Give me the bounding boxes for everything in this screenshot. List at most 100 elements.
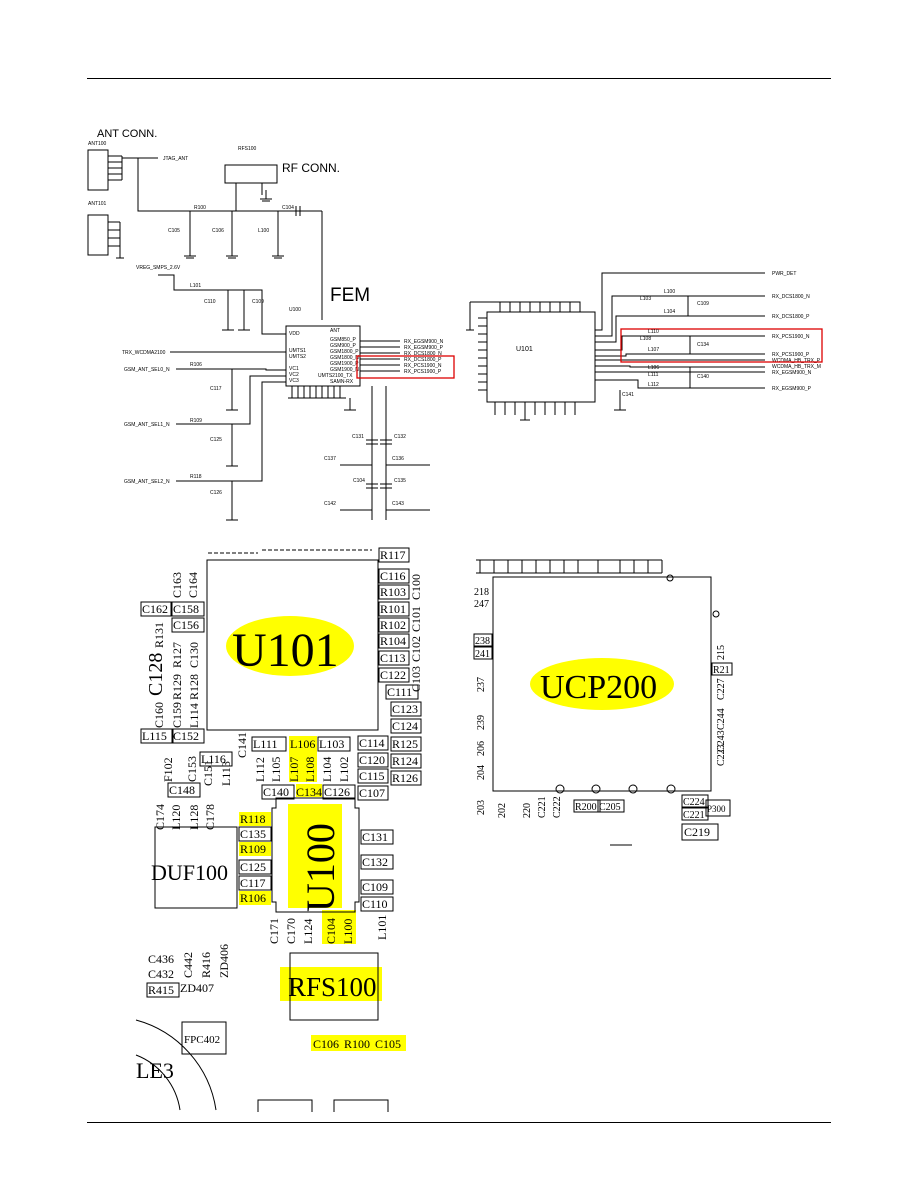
lbl-239: 239 bbox=[476, 715, 487, 730]
lbl-r104: R104 bbox=[380, 634, 406, 648]
lbl-l108: L108 bbox=[303, 757, 317, 782]
lbl-r200: R200 bbox=[575, 802, 597, 813]
c126-label: C126 bbox=[210, 490, 222, 496]
via-3 bbox=[555, 784, 565, 794]
rl103: L103 bbox=[640, 296, 651, 302]
lbl-l102: L102 bbox=[337, 757, 351, 782]
rl112: L112 bbox=[648, 382, 659, 388]
c105-label: C105 bbox=[168, 228, 180, 234]
gsm-sel0: GSM_ANT_SEL0_N bbox=[124, 367, 170, 373]
rfs100-highlight bbox=[280, 967, 382, 1001]
lbl-c105: C105 bbox=[375, 1037, 401, 1051]
duf100-outline bbox=[154, 826, 238, 909]
hl-bottom-row bbox=[311, 1035, 406, 1051]
out-dcs-n: RX_DCS1800_N bbox=[404, 351, 442, 357]
lbl-r129: R129 bbox=[170, 674, 184, 700]
left-of-u100: R118 C135 R109 C125 C117 R106 bbox=[238, 812, 272, 905]
right-of-u100: C131 C132 C109 C110 L101 bbox=[360, 829, 394, 940]
lbl-c125: C125 bbox=[240, 860, 266, 874]
hl-l107-l108 bbox=[289, 752, 317, 782]
r-out-wcdma-m: WCDMA_HB_TRX_M bbox=[772, 364, 821, 370]
pin-r6: GSM1900_N bbox=[330, 367, 359, 373]
lbl-c113: C113 bbox=[380, 651, 406, 665]
lbl-c160: C160 bbox=[152, 702, 166, 728]
lbl-l124: L124 bbox=[301, 919, 315, 944]
ant100-connector bbox=[87, 149, 109, 191]
ucp200-outline bbox=[492, 576, 712, 792]
lbl-l115: L115 bbox=[142, 729, 167, 743]
pcb-u101-label: U101 bbox=[232, 624, 339, 677]
lbl-r103: R103 bbox=[380, 585, 406, 599]
top-edge-pads bbox=[208, 549, 372, 554]
lbl-c152: C152 bbox=[173, 729, 199, 743]
vreg-wire bbox=[158, 274, 286, 335]
lbl-c178: C178 bbox=[203, 804, 217, 830]
ant101-label: ANT101 bbox=[88, 201, 107, 207]
lbl-c244: C244 bbox=[716, 708, 727, 730]
lbl-r106: R106 bbox=[240, 891, 266, 905]
u100-ground-pins bbox=[288, 386, 356, 411]
rfs100-wires bbox=[235, 183, 272, 202]
pin-vc3: VC3 bbox=[289, 378, 299, 384]
r118-label: R118 bbox=[190, 474, 202, 480]
r-out-pcs-p: RX_PCS1900_P bbox=[772, 352, 810, 358]
r-out-dcs-n: RX_DCS1800_N bbox=[772, 294, 810, 300]
lbl-c131: C131 bbox=[362, 830, 388, 844]
lbl-247: 247 bbox=[474, 599, 489, 610]
right-schematic: U101 PWR_DET RX_DCS1800_N RX_DCS1800_P R… bbox=[466, 271, 823, 421]
lbl-c205: C205 bbox=[599, 802, 621, 813]
lbl-l112: L112 bbox=[253, 757, 267, 782]
via-1 bbox=[666, 574, 674, 582]
c104-symbol bbox=[295, 206, 301, 216]
lbl-zd406: ZD406 bbox=[217, 944, 231, 978]
rl104: L104 bbox=[664, 309, 675, 315]
lbl-c122: C122 bbox=[380, 668, 406, 682]
rc140: C140 bbox=[697, 374, 709, 380]
below-u100: C171 C170 L124 C104 L100 bbox=[267, 918, 355, 944]
pin-r2: GSM900_P bbox=[330, 343, 357, 349]
gsm-sel1: GSM_ANT_SEL1_N bbox=[124, 422, 170, 428]
u101-chip bbox=[486, 311, 596, 403]
rc141: C141 bbox=[622, 392, 634, 398]
lbl-202: 202 bbox=[497, 803, 508, 818]
lbl-c153: C153 bbox=[185, 756, 199, 782]
bottom-rule bbox=[87, 1122, 831, 1123]
lbl-c111: C111 bbox=[387, 685, 412, 699]
lbl-r102: R102 bbox=[380, 618, 406, 632]
lbl-r118: R118 bbox=[240, 812, 266, 826]
highlight-pcs-right bbox=[620, 328, 823, 363]
pin-r4: GSM1800_N bbox=[330, 355, 359, 361]
lbl-237: 237 bbox=[476, 677, 487, 692]
ant100-wires bbox=[108, 155, 158, 181]
lbl-c243: C243 bbox=[716, 730, 727, 752]
lbl-p300: P300 bbox=[707, 804, 726, 814]
lbl-c104: C104 bbox=[324, 918, 338, 944]
lbl-c170: C170 bbox=[284, 918, 298, 944]
lbl-c432: C432 bbox=[148, 967, 174, 981]
lbl-r100: R100 bbox=[344, 1037, 370, 1051]
lbl-c132: C132 bbox=[362, 855, 388, 869]
r-out-wcdma-p: WCDMA_HB_TRX_P bbox=[772, 358, 821, 364]
gsm-sel-wires bbox=[176, 368, 286, 482]
lbl-c156: C156 bbox=[173, 618, 199, 632]
l101-label: L101 bbox=[190, 283, 201, 289]
lbl-r128: R128 bbox=[187, 674, 201, 700]
c104b-label: C104 bbox=[353, 478, 365, 484]
fpc402-outline bbox=[181, 1021, 227, 1055]
pin-r7: UMTS2100_TX bbox=[318, 373, 353, 379]
pcb-duf100-label: DUF100 bbox=[151, 860, 228, 885]
lbl-l103: L103 bbox=[319, 737, 344, 751]
pcb-rfs100-label: RFS100 bbox=[288, 972, 377, 1002]
lbl-218: 218 bbox=[474, 587, 489, 598]
lbl-c219: C219 bbox=[684, 825, 710, 839]
out-pcs-p: RX_PCS1900_P bbox=[404, 369, 442, 375]
lbl-r126: R126 bbox=[392, 771, 418, 785]
lbl-c128: C128 bbox=[145, 653, 167, 696]
lbl-c126: C126 bbox=[324, 785, 350, 799]
pcb-fpc402-label: FPC402 bbox=[184, 1034, 220, 1046]
fem-title: FEM bbox=[330, 285, 370, 306]
lbl-c114: C114 bbox=[359, 736, 385, 750]
pwr-det-wire bbox=[595, 272, 765, 331]
pin-vc1: VC1 bbox=[289, 366, 299, 372]
c110-label: C110 bbox=[204, 299, 216, 305]
